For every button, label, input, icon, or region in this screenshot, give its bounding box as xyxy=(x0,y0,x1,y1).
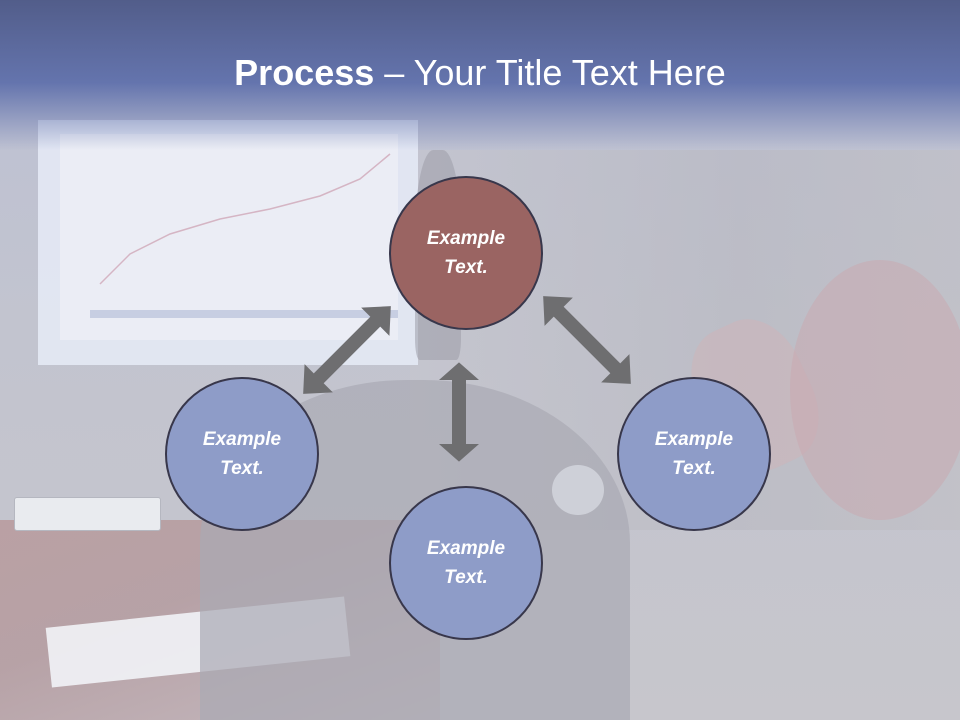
node-left-label: Example Text. xyxy=(202,429,282,479)
node-bottom-label: Example Text. xyxy=(426,538,506,588)
arrow-right-diagonal[interactable] xyxy=(529,282,645,398)
background-screen-chart xyxy=(60,134,398,340)
arrow-left-diagonal[interactable] xyxy=(289,292,405,408)
slide-title-bold: Process xyxy=(234,52,375,93)
slide-title-rest: – Your Title Text Here xyxy=(374,52,726,93)
arrow-vertical[interactable] xyxy=(439,362,479,462)
node-left[interactable]: Example Text. xyxy=(165,377,319,531)
background-screen-line xyxy=(90,153,398,318)
background-projector xyxy=(14,497,161,531)
node-right-label: Example Text. xyxy=(654,429,734,479)
node-top-label: Example Text. xyxy=(426,228,506,278)
node-top[interactable]: Example Text. xyxy=(389,176,543,330)
background-person-face xyxy=(790,260,960,520)
node-right[interactable]: Example Text. xyxy=(617,377,771,531)
node-bottom[interactable]: Example Text. xyxy=(389,486,543,640)
title-band xyxy=(0,0,960,150)
background-projection-screen xyxy=(38,120,418,365)
background-watch xyxy=(552,465,604,515)
slide-title[interactable]: Process – Your Title Text Here xyxy=(0,52,960,94)
